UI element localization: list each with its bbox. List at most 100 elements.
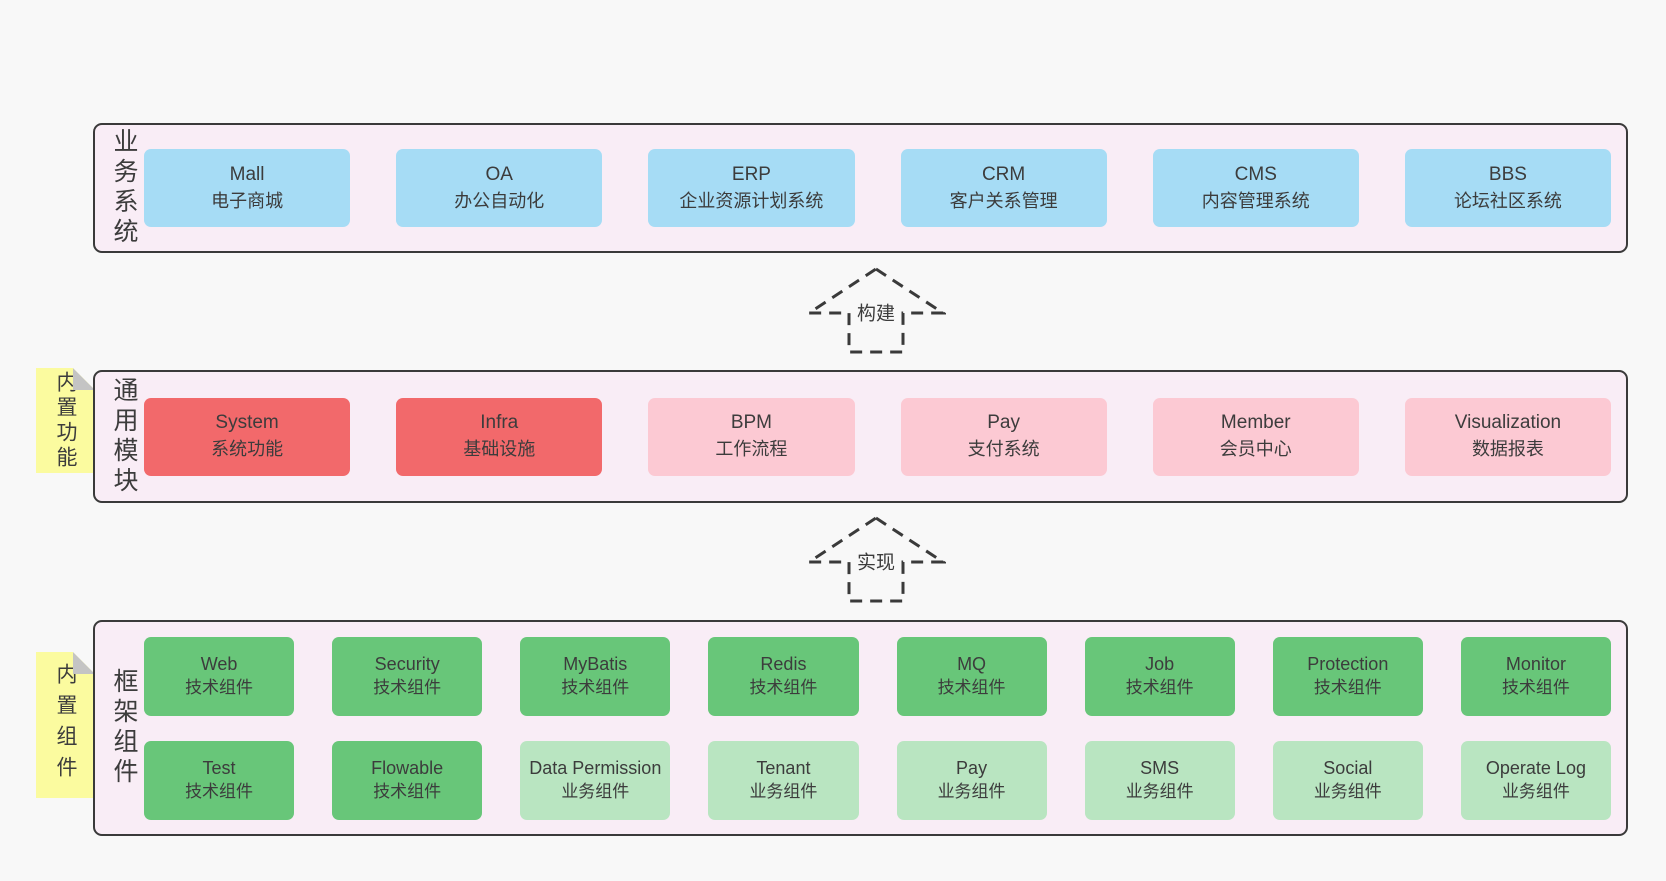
box-subtitle: 技术组件: [185, 782, 254, 802]
box-flowable: Flowable 技术组件: [332, 740, 483, 820]
box-sms: SMS 业务组件: [1084, 740, 1235, 820]
layer-business-systems: 业务系统 Mall 电子商城 OA 办公自动化 ERP 企业资源计划系统 CRM…: [93, 123, 1628, 253]
box-infra: Infra 基础设施: [396, 397, 603, 476]
box-monitor: Monitor 技术组件: [1460, 636, 1611, 716]
box-subtitle: 技术组件: [185, 678, 254, 698]
box-name: SMS: [1140, 757, 1180, 778]
box-mybatis: MyBatis 技术组件: [520, 636, 671, 716]
business-boxes: Mall 电子商城 OA 办公自动化 ERP 企业资源计划系统 CRM 客户关系…: [144, 149, 1612, 227]
box-oa: OA 办公自动化: [396, 149, 603, 227]
box-subtitle: 基础设施: [463, 439, 536, 460]
box-subtitle: 数据报表: [1471, 439, 1544, 460]
box-name: Job: [1145, 653, 1175, 674]
components-rows: Web 技术组件 Security 技术组件 MyBatis 技术组件 Redi…: [144, 636, 1611, 820]
box-name: Infra: [480, 412, 519, 434]
box-subtitle: 技术组件: [1313, 678, 1382, 698]
box-subtitle: 论坛社区系统: [1453, 190, 1562, 211]
box-name: Pay: [987, 412, 1020, 434]
box-visualization: Visualization 数据报表: [1404, 397, 1612, 476]
box-name: Pay: [956, 757, 988, 778]
box-web: Web 技术组件: [144, 636, 295, 716]
box-security: Security 技术组件: [332, 636, 483, 716]
box-redis: Redis 技术组件: [708, 636, 859, 716]
box-erp: ERP 企业资源计划系统: [648, 149, 855, 227]
sticky-note-builtin-features: 内置功能: [36, 368, 95, 473]
box-subtitle: 支付系统: [967, 439, 1040, 460]
box-subtitle: 工作流程: [715, 439, 788, 460]
box-crm: CRM 客户关系管理: [900, 149, 1107, 227]
box-subtitle: 技术组件: [937, 678, 1006, 698]
box-subtitle: 内容管理系统: [1201, 190, 1310, 211]
sticky-note-text: 内置组件: [54, 663, 77, 787]
box-name: CRM: [981, 163, 1026, 185]
box-subtitle: 业务组件: [749, 782, 818, 802]
box-data-permission: Data Permission 业务组件: [520, 740, 671, 820]
box-social: Social 业务组件: [1272, 740, 1423, 820]
box-name: Redis: [760, 653, 807, 674]
layer-common-modules: 通用模块 System 系统功能 Infra 基础设施 BPM 工作流程 Pay…: [93, 370, 1628, 503]
up-arrow-icon: [806, 267, 946, 354]
box-name: Protection: [1307, 653, 1389, 674]
arrow-build: 构建: [806, 266, 946, 354]
layer-framework-components: 框架组件 Web 技术组件 Security 技术组件 MyBatis 技术组件…: [93, 620, 1628, 836]
box-name: Social: [1323, 757, 1373, 778]
box-name: Monitor: [1505, 653, 1566, 674]
sticky-note-builtin-components: 内置组件: [36, 652, 95, 798]
box-subtitle: 技术组件: [749, 678, 818, 698]
box-name: System: [215, 412, 279, 434]
box-subtitle: 企业资源计划系统: [679, 190, 824, 211]
box-mq: MQ 技术组件: [896, 636, 1047, 716]
box-subtitle: 技术组件: [561, 678, 630, 698]
box-name: Tenant: [756, 757, 811, 778]
up-arrow-icon: [806, 516, 946, 603]
box-subtitle: 电子商城: [211, 190, 284, 211]
box-name: ERP: [731, 163, 771, 185]
box-pay: Pay 支付系统: [900, 397, 1107, 476]
box-name: BPM: [730, 412, 773, 434]
box-name: Web: [200, 653, 238, 674]
box-name: BBS: [1488, 163, 1527, 185]
box-subtitle: 业务组件: [561, 782, 630, 802]
layer-modules-label: 通用模块: [110, 376, 138, 497]
box-name: Visualization: [1454, 412, 1562, 434]
box-mall: Mall 电子商城: [144, 149, 351, 227]
box-subtitle: 办公自动化: [454, 190, 545, 211]
box-subtitle: 业务组件: [1501, 782, 1570, 802]
box-name: MQ: [957, 653, 987, 674]
box-bpm: BPM 工作流程: [648, 397, 855, 476]
box-protection: Protection 技术组件: [1272, 636, 1423, 716]
layer-business-label: 业务系统: [110, 128, 138, 248]
box-name: Flowable: [371, 757, 444, 778]
box-name: Operate Log: [1485, 757, 1586, 778]
box-subtitle: 技术组件: [373, 782, 442, 802]
layer-components-label: 框架组件: [110, 668, 138, 788]
box-name: MyBatis: [563, 653, 628, 674]
box-name: Data Permission: [529, 757, 662, 778]
box-subtitle: 业务组件: [937, 782, 1006, 802]
box-job: Job 技术组件: [1084, 636, 1235, 716]
box-subtitle: 系统功能: [211, 439, 284, 460]
box-subtitle: 技术组件: [373, 678, 442, 698]
box-name: CMS: [1234, 163, 1277, 185]
arrow-implement-label: 实现: [852, 546, 900, 576]
box-subtitle: 业务组件: [1125, 782, 1194, 802]
components-row-1: Web 技术组件 Security 技术组件 MyBatis 技术组件 Redi…: [144, 636, 1611, 716]
arrow-implement: 实现: [806, 515, 946, 603]
box-name: Test: [202, 757, 236, 778]
box-name: Member: [1220, 412, 1291, 434]
box-test: Test 技术组件: [144, 740, 295, 820]
box-member: Member 会员中心: [1152, 397, 1359, 476]
box-system: System 系统功能: [144, 397, 351, 476]
box-bbs: BBS 论坛社区系统: [1404, 149, 1612, 227]
box-subtitle: 技术组件: [1501, 678, 1570, 698]
box-name: Mall: [229, 163, 265, 185]
box-subtitle: 技术组件: [1125, 678, 1194, 698]
box-tenant: Tenant 业务组件: [708, 740, 859, 820]
box-name: OA: [485, 163, 513, 185]
sticky-note-text: 内置功能: [54, 370, 77, 471]
components-row-2: Test 技术组件 Flowable 技术组件 Data Permission …: [144, 740, 1611, 820]
box-cms: CMS 内容管理系统: [1152, 149, 1359, 227]
box-operate-log: Operate Log 业务组件: [1460, 740, 1611, 820]
box-subtitle: 业务组件: [1313, 782, 1382, 802]
